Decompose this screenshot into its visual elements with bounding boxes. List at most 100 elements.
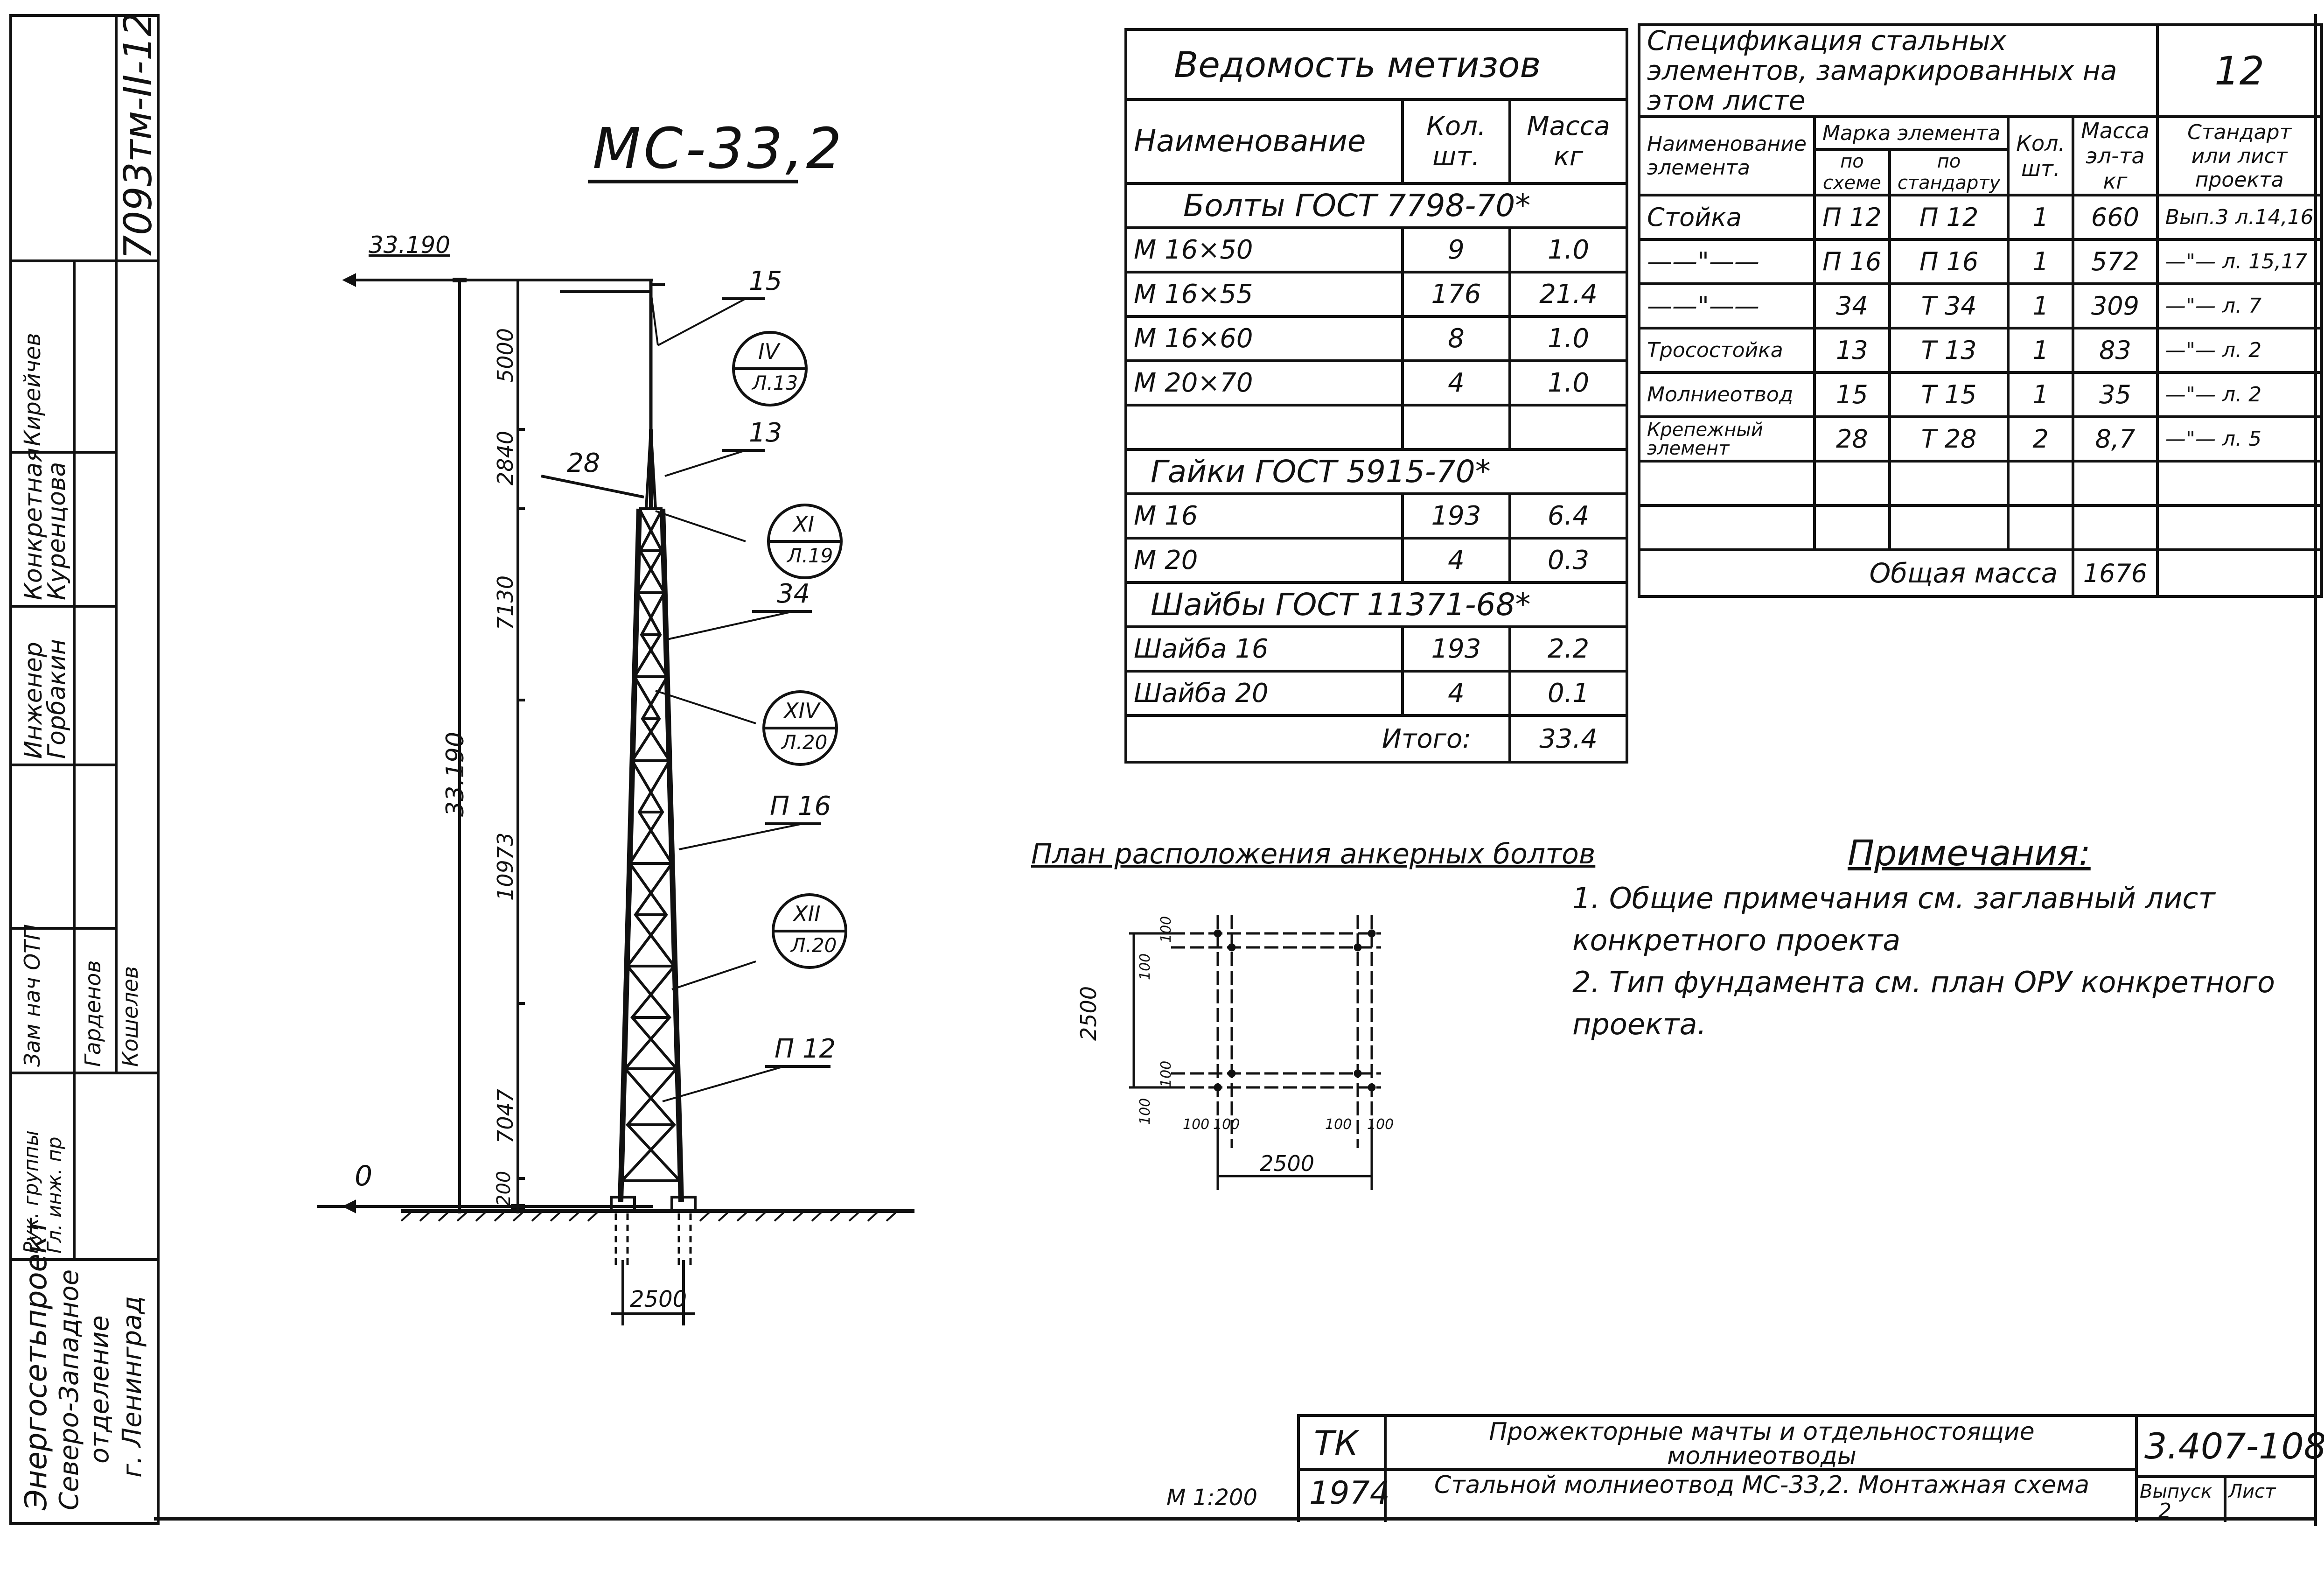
spec-cell: 34 [1813, 282, 1891, 330]
scale-label: М 1:200 [1166, 1485, 1257, 1511]
hw-cell: 21.4 [1508, 271, 1628, 318]
hw-col-qty: Кол. шт. [1401, 98, 1512, 185]
spec-col-name: Наименование элемента [1638, 115, 1816, 197]
spec-col-qty: Кол. шт. [2007, 115, 2075, 197]
spec-cell: 309 [2072, 282, 2159, 330]
left-stamp: 7093тм-II-12 Инженер Горбакин Проверил К… [9, 12, 161, 1525]
spec-cell: 13 [1813, 327, 1891, 374]
bolt-offset: 100 [1183, 1116, 1210, 1133]
issue-number: 2 [2158, 1499, 2171, 1523]
callout-p16: П 16 [770, 791, 831, 821]
spec-table: Спецификация стальных элементов, замарки… [1637, 23, 2323, 598]
hw-cell: 4 [1401, 359, 1512, 407]
segment-dim: 5000 [493, 328, 518, 383]
spec-cell: П 16 [1813, 238, 1891, 286]
hw-col-mass: Масса кг [1508, 98, 1628, 185]
spec-cell: 28 [1813, 415, 1891, 463]
spec-cell: ——"—— [1638, 282, 1816, 330]
hw-cell [1508, 404, 1628, 451]
spec-col-mass: Масса эл-та кг [2072, 115, 2159, 197]
hw-cell: 1.0 [1508, 359, 1628, 407]
title-code: 3.407-108 [2144, 1425, 2324, 1467]
note-item: 2. Тип фундамента см. план ОРУ конкретно… [1572, 965, 2275, 1041]
sheet-number: 12 [2156, 23, 2323, 119]
spec-cell: Т 13 [1888, 327, 2010, 374]
hw-cell: 6.4 [1508, 492, 1628, 540]
hw-cell: М 16×55 [1124, 271, 1404, 318]
hw-cell: 193 [1401, 492, 1512, 540]
hw-cell: 8 [1401, 315, 1512, 362]
callout-28: 28 [567, 448, 600, 478]
title-block: ТК 1974 Прожекторные мачты и отдельносто… [1297, 1414, 2324, 1523]
title-name2: Стальной молниеотвод МС-33,2. Монтажная … [1434, 1471, 2090, 1499]
issue-label: Выпуск [2140, 1481, 2212, 1502]
spec-cell: 1 [2007, 194, 2075, 241]
spec-total-mass: 1676 [2072, 548, 2159, 598]
spec-col-mark: Марка элемента [1813, 115, 2010, 151]
spec-cell: —"— л. 15,17 [2156, 238, 2323, 286]
spec-cell: —"— л. 2 [2156, 371, 2323, 419]
node-ref-sheet: Л.20 [782, 731, 828, 754]
spec-cell: П 16 [1888, 238, 2010, 286]
callout-p12: П 12 [775, 1034, 836, 1064]
mast-drawing [317, 273, 914, 1325]
hw-group-title: Гайки ГОСТ 5915-70* [1124, 448, 1628, 495]
callout-13: 13 [749, 418, 782, 448]
bolt-offset: 100 [1213, 1116, 1240, 1133]
spec-cell: 15 [1813, 371, 1891, 419]
callout-34: 34 [777, 579, 810, 609]
spec-cell: —"— л. 7 [2156, 282, 2323, 330]
spec-cell: Т 34 [1888, 282, 2010, 330]
notes-title: Примечания: [1848, 832, 2091, 874]
hw-cell: 9 [1401, 226, 1512, 273]
node-ref-sheet: Л.19 [787, 544, 833, 567]
hw-group-title: Болты ГОСТ 7798-70* [1124, 182, 1628, 229]
mast-title: МС-33,2 [593, 117, 844, 182]
segment-dim: 7047 [493, 1088, 518, 1143]
bolt-offset: 100 [1325, 1116, 1352, 1133]
spec-cell: П 12 [1888, 194, 2010, 241]
spec-col-std: по стандарту [1888, 148, 2010, 197]
hw-cell: 1.0 [1508, 315, 1628, 362]
bolt-offset: 100 [1158, 1060, 1174, 1087]
spec-cell: Стойка [1638, 194, 1816, 241]
spec-col-scheme: по схеме [1813, 148, 1891, 197]
node-ref-num: XIV [784, 698, 820, 723]
spec-cell: Т 28 [1888, 415, 2010, 463]
spec-cell: Вып.3 л.14,16 [2156, 194, 2323, 241]
segment-dim: 2840 [493, 430, 518, 485]
spec-cell: 83 [2072, 327, 2159, 374]
node-ref-sheet: Л.20 [791, 934, 837, 957]
segment-dim: 10973 [493, 832, 518, 901]
spec-total-label: Общая масса [1637, 548, 2075, 598]
hw-cell: Шайба 16 [1124, 625, 1404, 673]
spec-col-standard: Стандарт или лист проекта [2156, 115, 2323, 197]
hw-cell: 176 [1401, 271, 1512, 318]
bolt-offset: 100 [1158, 916, 1174, 943]
spec-cell: 35 [2072, 371, 2159, 419]
hardware-title: Ведомость метизов [1124, 28, 1628, 101]
hw-cell: Шайба 20 [1124, 670, 1404, 717]
sheet-label: Лист [2228, 1481, 2276, 1502]
hw-group-title: Шайбы ГОСТ 11371-68* [1124, 581, 1628, 628]
note-item: 1. Общие примечания см. заглавный лист к… [1572, 881, 2215, 957]
spec-cell: 2 [2007, 415, 2075, 463]
total-height: 33.190 [441, 732, 469, 817]
node-ref-num: IV [758, 339, 780, 364]
spec-cell: ——"—— [1638, 238, 1816, 286]
spec-cell: 572 [2072, 238, 2159, 286]
segment-dim: 7130 [493, 575, 518, 630]
title-org: ТК [1314, 1423, 1359, 1463]
bottom-border [154, 1517, 2314, 1521]
hw-cell: М 20 [1124, 537, 1404, 584]
hw-cell [1401, 404, 1512, 451]
bolt-offset: 100 [1137, 953, 1153, 980]
spec-cell: Тросостойка [1638, 327, 1816, 374]
spec-cell: 1 [2007, 282, 2075, 330]
hw-cell: 0.3 [1508, 537, 1628, 584]
mast-title-underline [588, 180, 798, 183]
spec-cell: —"— л. 2 [2156, 327, 2323, 374]
node-ref-sheet: Л.13 [752, 371, 798, 394]
spec-cell: 1 [2007, 327, 2075, 374]
hw-cell: М 16 [1124, 492, 1404, 540]
